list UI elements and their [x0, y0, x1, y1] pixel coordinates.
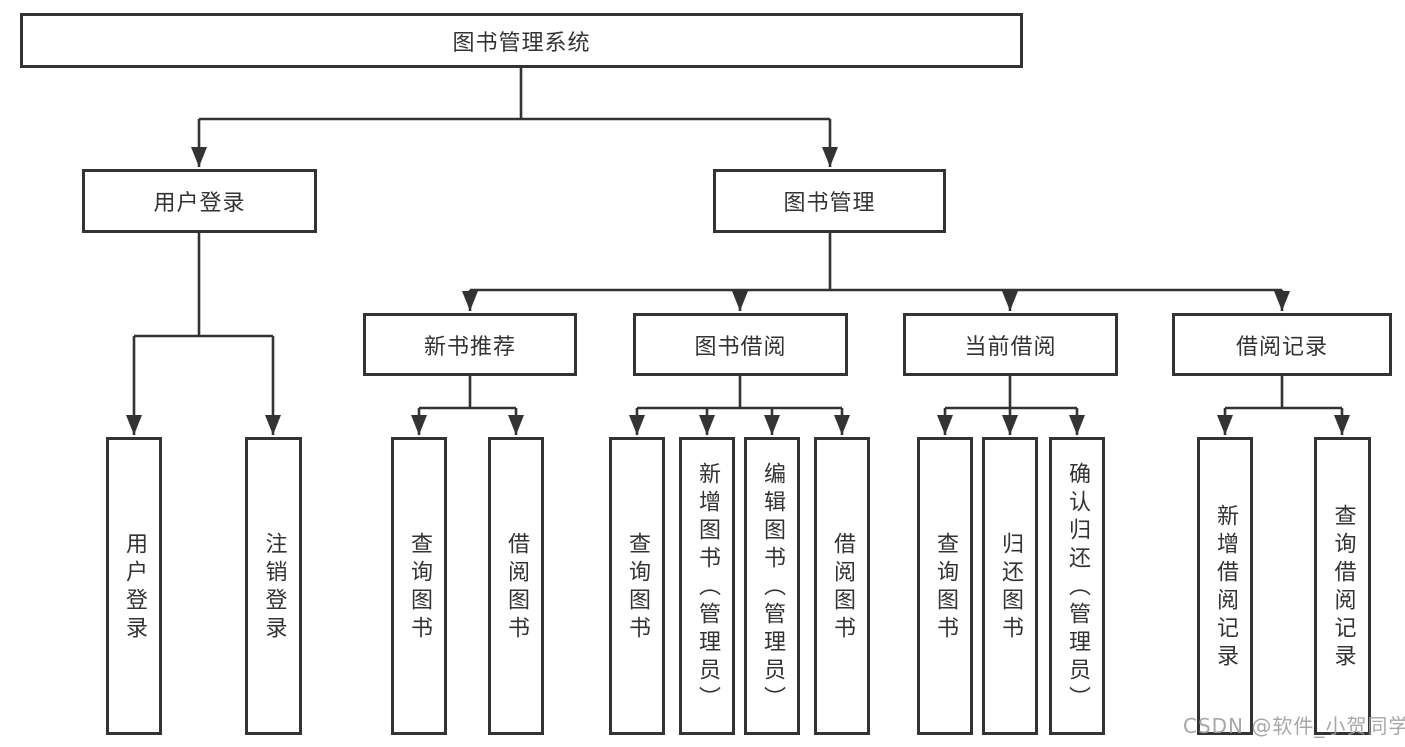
node-borrowing-records: 借阅记录 — [1172, 313, 1392, 376]
leaf-query-books-current: 查询图书 — [917, 437, 973, 735]
node-book-management: 图书管理 — [713, 169, 946, 233]
leaf-borrow-books-recommend: 借阅图书 — [488, 437, 544, 735]
leaf-add-borrow-record: 新增借阅记录 — [1197, 437, 1253, 735]
node-current-borrowing: 当前借阅 — [903, 313, 1118, 376]
leaf-confirm-return-admin: 确认归还（管理员） — [1049, 437, 1105, 735]
leaf-user-login: 用户登录 — [106, 437, 162, 735]
leaf-query-books-recommend: 查询图书 — [391, 437, 447, 735]
node-library-management-system: 图书管理系统 — [20, 13, 1023, 68]
leaf-borrow-books: 借阅图书 — [814, 437, 870, 735]
leaf-query-books-borrowing: 查询图书 — [609, 437, 665, 735]
leaf-add-books-admin: 新增图书（管理员） — [679, 437, 735, 735]
leaf-return-books: 归还图书 — [982, 437, 1038, 735]
node-book-borrowing: 图书借阅 — [633, 313, 848, 376]
node-new-book-recommendation: 新书推荐 — [363, 313, 577, 376]
node-user-login: 用户登录 — [82, 169, 317, 233]
leaf-logout: 注销登录 — [245, 437, 302, 735]
leaf-edit-books-admin: 编辑图书（管理员） — [744, 437, 800, 735]
leaf-query-borrow-record: 查询借阅记录 — [1314, 437, 1371, 735]
csdn-watermark: CSDN @软件_小贺同学 — [1183, 714, 1405, 738]
